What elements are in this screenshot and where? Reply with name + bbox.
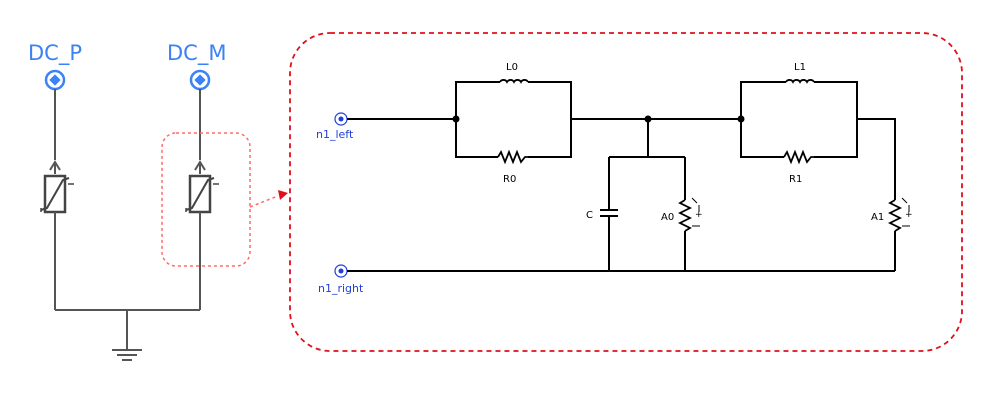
wire-r1-left xyxy=(740,119,784,158)
dc-m-label: DC_M xyxy=(167,41,226,66)
port-n1-left-label: n1_left xyxy=(316,128,354,141)
wire-r0-left xyxy=(455,119,498,158)
left-schematic: DC_P DC_M xyxy=(28,41,288,361)
wire-l1-left xyxy=(740,81,786,119)
dc-m-pin[interactable] xyxy=(189,69,211,91)
detail-circuit: n1_left n1_right L0 R0 xyxy=(289,32,963,352)
wire-l0r0-right xyxy=(528,81,572,158)
c-label: C xyxy=(586,210,593,221)
source-a0[interactable]: + xyxy=(677,197,703,232)
r1-label: R1 xyxy=(789,174,802,185)
ground-icon xyxy=(112,349,142,361)
port-n1-right-label: n1_right xyxy=(318,282,364,295)
a1-label: A1 xyxy=(871,212,884,223)
zoom-connector xyxy=(249,195,279,208)
svg-text:+: + xyxy=(905,210,913,220)
arrow-icon xyxy=(194,160,206,174)
port-n1-left[interactable] xyxy=(334,112,348,126)
wire-l0-left xyxy=(455,81,500,119)
highlight-box xyxy=(161,132,251,267)
zoom-arrow-icon xyxy=(278,190,288,200)
a0-label: A0 xyxy=(661,212,674,223)
l1-label: L1 xyxy=(794,62,806,73)
detail-border xyxy=(289,32,963,352)
capacitor-c[interactable] xyxy=(600,209,618,217)
l0-label: L0 xyxy=(506,62,518,73)
cell-block-m[interactable] xyxy=(185,174,219,214)
dc-p-label: DC_P xyxy=(28,41,82,66)
wire-l1r1-right xyxy=(814,81,858,158)
resistor-r1[interactable] xyxy=(783,149,814,165)
resistor-r0[interactable] xyxy=(497,149,528,165)
source-a1[interactable]: + xyxy=(887,197,913,232)
port-n1-right[interactable] xyxy=(334,264,348,278)
inductor-l1[interactable] xyxy=(785,79,815,84)
svg-text:+: + xyxy=(695,210,703,220)
inductor-l0[interactable] xyxy=(499,79,529,84)
r0-label: R0 xyxy=(503,174,516,185)
arrow-icon xyxy=(49,160,61,174)
wire-a1-top xyxy=(857,118,896,200)
dc-p-pin[interactable] xyxy=(44,69,66,91)
cell-block-p[interactable] xyxy=(40,174,74,214)
